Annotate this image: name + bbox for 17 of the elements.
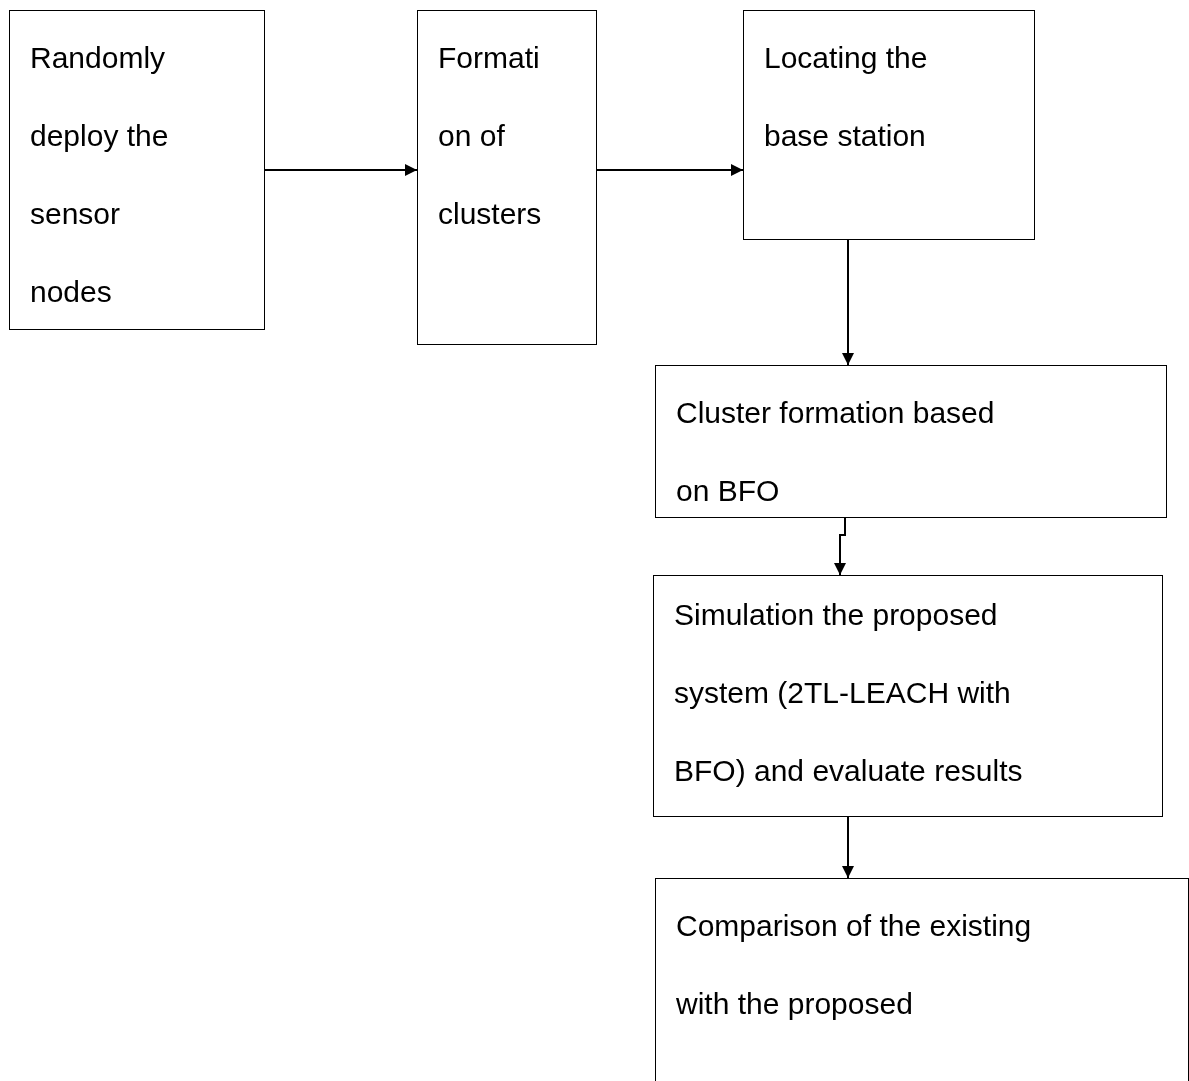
arrow <box>264 164 418 176</box>
step-text: Formati on of clusters <box>438 40 543 232</box>
step-text: Randomly deploy the sensor nodes <box>30 40 170 310</box>
step-text: Cluster formation based on BFO <box>676 395 996 509</box>
process-box <box>743 10 1035 240</box>
step-text: Locating the base station <box>764 40 929 154</box>
process-box <box>655 365 1167 518</box>
process-box <box>417 10 597 345</box>
step-text: Comparison of the existing with the proposed <box>676 908 1033 1022</box>
process-box <box>655 878 1189 1081</box>
arrow <box>596 164 744 176</box>
process-box <box>653 575 1163 817</box>
step-text: Simulation the proposed system (2TL-LEACH with BFO) and evaluate results <box>674 597 1024 789</box>
arrow <box>842 239 854 366</box>
arrow <box>842 816 854 879</box>
arrow <box>834 517 846 576</box>
process-box <box>9 10 265 330</box>
